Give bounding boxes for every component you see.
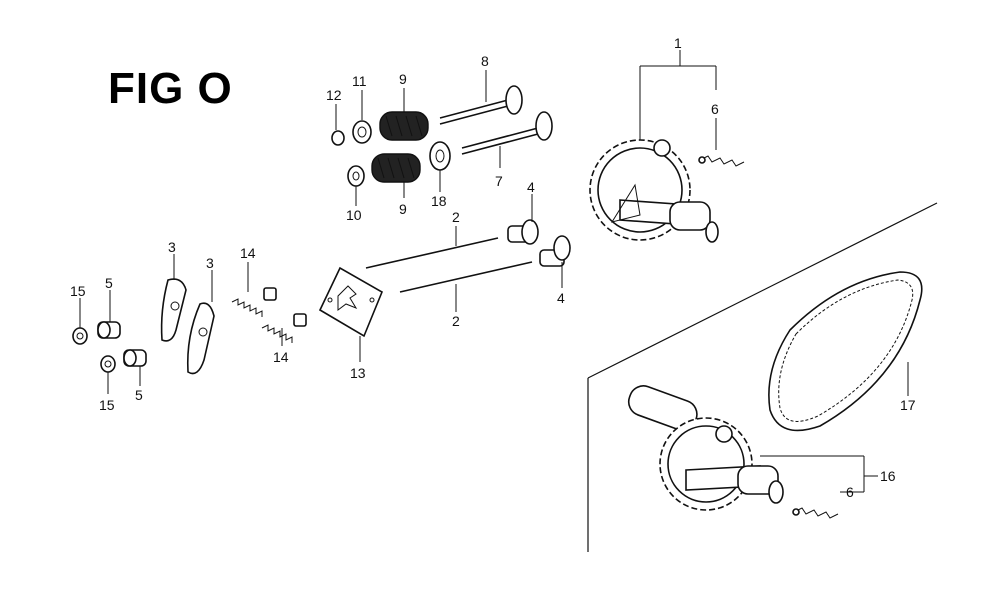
- callout-6-lower: 6: [846, 484, 854, 500]
- callout-2-upper: 2: [452, 209, 460, 225]
- callout-5-upper: 5: [105, 275, 113, 291]
- callout-12: 12: [326, 87, 342, 103]
- pivot-part-5-upper: [97, 321, 121, 339]
- callout-6-upper: 6: [711, 101, 719, 117]
- callout-5-lower: 5: [135, 387, 143, 403]
- retainer-part-11: [352, 120, 372, 144]
- callout-18: 18: [431, 193, 447, 209]
- pushrod-part-2-lower: [399, 261, 533, 293]
- callout-4-upper: 4: [527, 179, 535, 195]
- callout-labels: 1 2 2 3 3 4 4 5 5 6 6 7 8 9 9 10 11 12 1…: [70, 35, 916, 500]
- figure-title: FIG O: [108, 64, 233, 113]
- callout-15-lower: 15: [99, 397, 115, 413]
- callout-11: 11: [352, 73, 367, 89]
- callout-15-upper: 15: [70, 283, 86, 299]
- inset-panel: [587, 202, 938, 552]
- callout-9-lower: 9: [399, 201, 407, 217]
- nut-part-15-upper: [72, 327, 88, 345]
- pivot-stud-part-14-upper: [231, 287, 277, 317]
- callout-9-upper: 9: [399, 71, 407, 87]
- valve-seal-part-18: [429, 141, 451, 171]
- tappet-part-4-lower: [539, 235, 571, 267]
- callout-1: 1: [674, 35, 682, 51]
- rocker-arm-part-3-left: [160, 278, 187, 342]
- pivot-part-5-lower: [123, 349, 147, 367]
- tappet-part-4-upper: [507, 219, 539, 245]
- callout-2-lower: 2: [452, 313, 460, 329]
- callout-10: 10: [346, 207, 362, 223]
- pivot-stud-part-14-lower: [261, 313, 307, 343]
- camshaft-assembly-part-16: [627, 385, 784, 511]
- spring-part-6-upper: [698, 155, 745, 167]
- callout-3-right: 3: [206, 255, 214, 271]
- guide-plate-part-13: [318, 266, 384, 338]
- camshaft-gear-part-1: [589, 139, 719, 243]
- callout-14-upper: 14: [240, 245, 256, 261]
- valve-part-7: [461, 111, 553, 155]
- callout-14-lower: 14: [273, 349, 289, 365]
- timing-chain-part-17: [768, 271, 923, 432]
- retainer-part-10: [347, 165, 365, 187]
- valve-part-8: [439, 85, 523, 125]
- spring-part-6-lower: [792, 507, 839, 519]
- callout-8: 8: [481, 53, 489, 69]
- callout-4-lower: 4: [557, 290, 565, 306]
- keeper-part-12: [331, 130, 345, 146]
- pushrod-part-2-upper: [365, 237, 499, 269]
- callout-16: 16: [880, 468, 896, 484]
- callout-7: 7: [495, 173, 503, 189]
- callout-13: 13: [350, 365, 366, 381]
- valve-spring-part-9-upper: [379, 111, 429, 141]
- callout-3-left: 3: [168, 239, 176, 255]
- rocker-arm-part-3-right: [186, 302, 215, 375]
- valve-spring-part-9-lower: [371, 153, 421, 183]
- callout-17: 17: [900, 397, 916, 413]
- leader-lines: [79, 50, 909, 493]
- nut-part-15-lower: [100, 355, 116, 373]
